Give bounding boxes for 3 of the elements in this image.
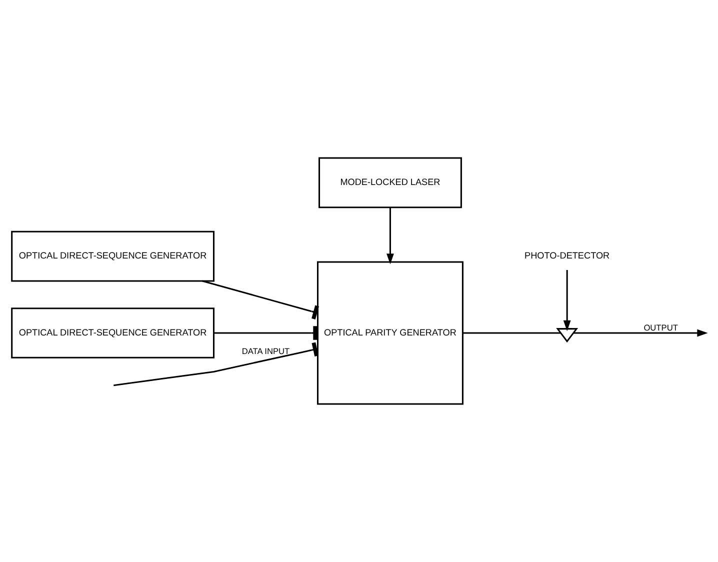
edge-label: OUTPUT [644,322,678,333]
node-text: PHOTO-DETECTOR [524,250,610,261]
edge-label: DATA INPUT [242,346,290,356]
